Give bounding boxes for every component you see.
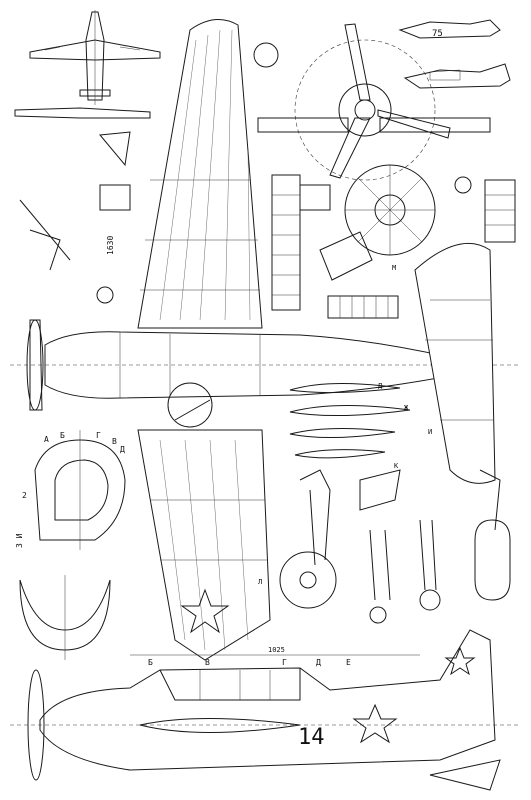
svg-text:Д: Д — [378, 382, 383, 390]
small-side-view-2 — [403, 63, 511, 89]
star-insignia-wing — [180, 588, 230, 634]
rib-panel-2 — [484, 179, 516, 243]
tail-number: 14 — [298, 725, 325, 750]
fuselage-side-view: 1025 14 — [10, 629, 520, 791]
svg-text:Д: Д — [316, 658, 321, 667]
svg-text:И: И — [428, 428, 432, 436]
section-letters-top-row: Б В Г Д Е — [148, 658, 351, 667]
landing-gear-main — [279, 469, 401, 609]
svg-text:Г: Г — [96, 431, 101, 440]
small-plan-view — [29, 10, 161, 105]
propeller-front-view — [257, 23, 491, 181]
svg-text:Е: Е — [346, 658, 351, 667]
svg-text:Б: Б — [148, 658, 153, 667]
small-side-view-1: 75 — [398, 19, 501, 39]
tail-wheel — [474, 469, 511, 601]
rib-panel-3 — [327, 295, 399, 319]
cowling-section-round — [319, 164, 436, 281]
svg-text:2: 2 — [22, 491, 27, 500]
svg-text:Д: Д — [120, 445, 125, 454]
svg-text:3 И: 3 И — [15, 533, 24, 548]
dimension-wing: 1630 — [106, 236, 115, 255]
scale-labels: 2 3 И — [15, 491, 27, 548]
airfoil-sections — [289, 382, 411, 459]
tail-fin-plan — [414, 242, 496, 484]
svg-text:Ж: Ж — [404, 404, 409, 412]
cowling-ring-front — [19, 575, 111, 660]
landing-gear-detail — [369, 519, 441, 624]
svg-text:Г: Г — [282, 658, 287, 667]
small-detail-parts — [14, 42, 472, 304]
svg-text:Л: Л — [258, 578, 262, 586]
side-view-number: 75 — [432, 29, 443, 39]
main-wing-plan: 1630 — [106, 19, 271, 661]
svg-text:В: В — [112, 437, 117, 446]
rib-panel-1 — [271, 174, 301, 311]
svg-text:В: В — [205, 658, 210, 667]
svg-text:М: М — [392, 264, 396, 272]
marker-letters: Д Ж И К Л М — [258, 264, 432, 586]
svg-text:Б: Б — [60, 431, 65, 440]
section-letters: А Б Г В Д — [44, 431, 125, 454]
svg-text:А: А — [44, 435, 49, 444]
svg-text:К: К — [394, 462, 399, 470]
cockpit-cross-section — [34, 430, 126, 550]
dimension-fuselage: 1025 — [268, 646, 285, 654]
